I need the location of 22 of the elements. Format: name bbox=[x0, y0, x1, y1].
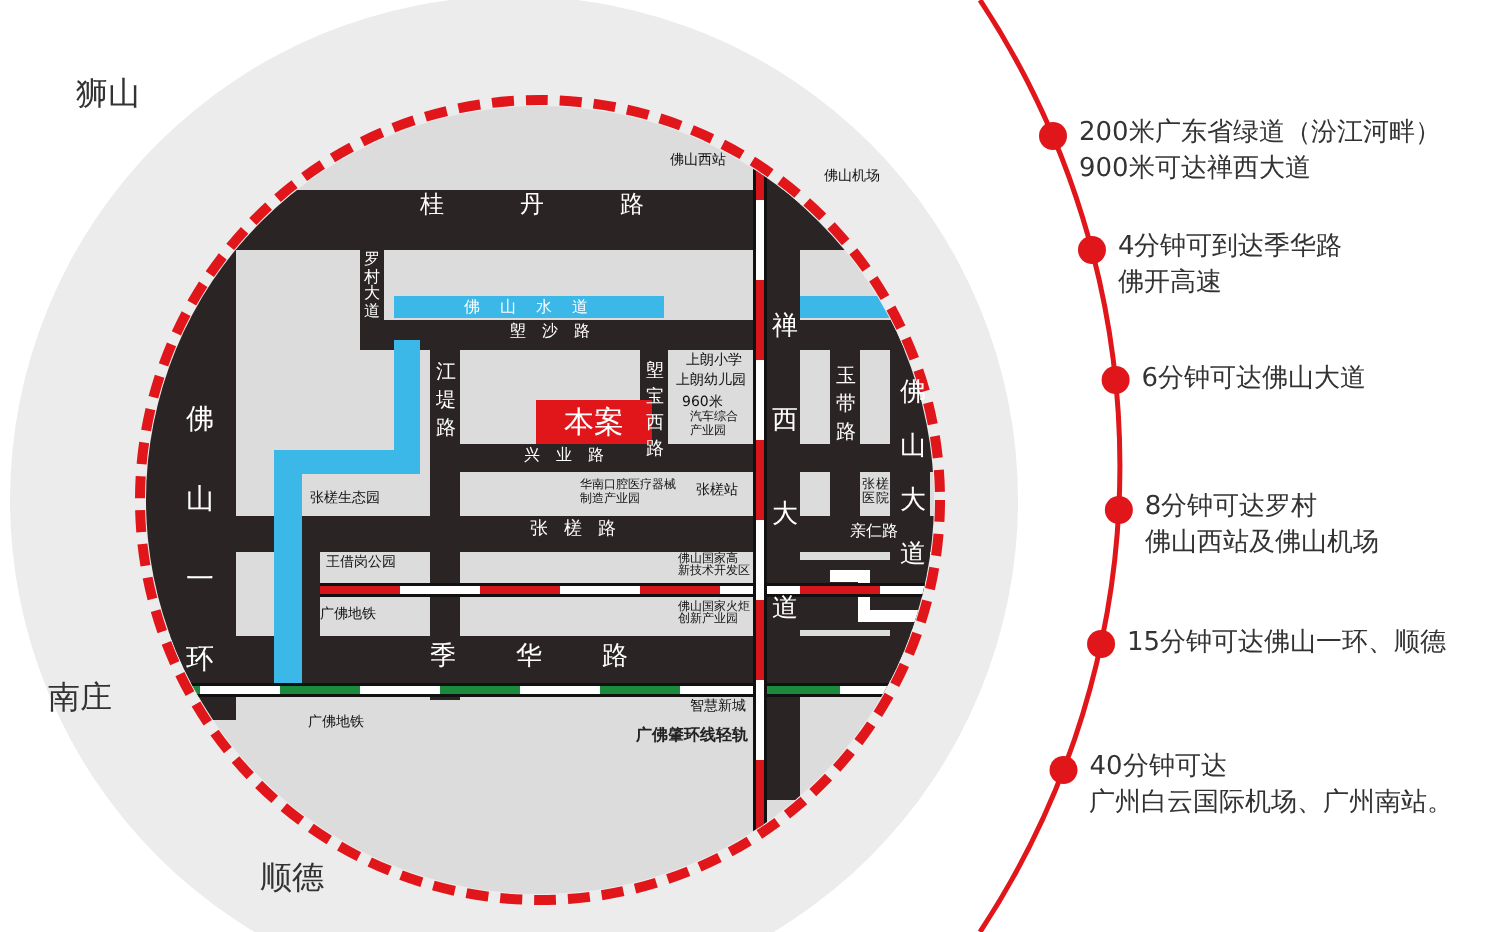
road-name: 亲仁路 bbox=[850, 524, 898, 542]
road-name: 张槎路 bbox=[530, 522, 632, 542]
travel-time-note: 6分钟可达佛山大道 bbox=[1141, 362, 1367, 398]
road-name: 佛山一环 bbox=[184, 402, 216, 680]
rail-line-name: 广佛肇环线轻轨 bbox=[636, 728, 748, 746]
area-name: 狮山 bbox=[76, 76, 140, 112]
road-name: 兴业路 bbox=[524, 448, 620, 466]
travel-time-note: 200米广东省绿道（汾江河畔）900米可达禅西大道 bbox=[1078, 116, 1441, 187]
travel-time-note: 40分钟可达广州白云国际机场、广州南站。 bbox=[1089, 750, 1454, 821]
road-name: 玉带路 bbox=[834, 364, 858, 448]
road-name: 江堤路 bbox=[434, 360, 458, 444]
travel-time-note: 4分钟可到达季华路佛开高速 bbox=[1117, 230, 1343, 301]
road-name: 季华路 bbox=[430, 644, 688, 673]
travel-time-note: 15分钟可达佛山一环、顺德 bbox=[1127, 626, 1447, 662]
area-name: 南庄 bbox=[48, 680, 112, 716]
area-name: 顺德 bbox=[260, 860, 324, 896]
road-name: 桂丹路 bbox=[420, 192, 720, 219]
waterway-name: 佛山水道 bbox=[464, 300, 608, 318]
road-name: 禅西大道 bbox=[770, 310, 800, 628]
travel-time-note: 8分钟可达罗村佛山西站及佛山机场 bbox=[1144, 490, 1379, 561]
road-name: 塱沙路 bbox=[510, 324, 606, 342]
road-name: 罗村大道 bbox=[362, 252, 382, 320]
